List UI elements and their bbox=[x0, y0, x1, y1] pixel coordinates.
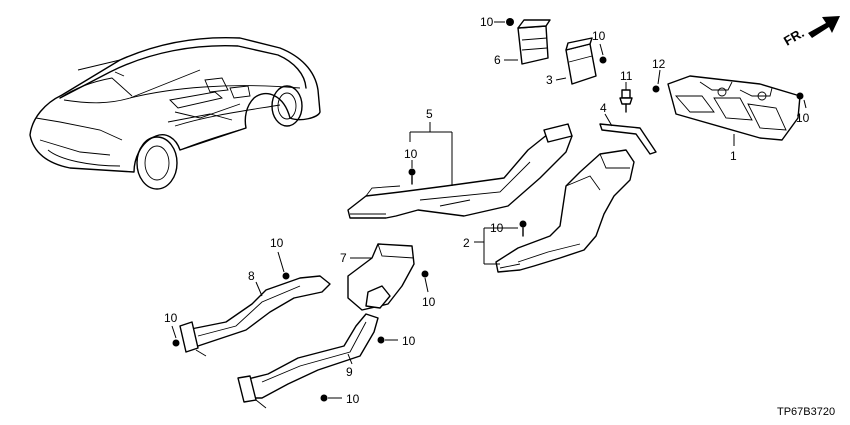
callout-10: 10 bbox=[404, 147, 418, 161]
callout-10: 10 bbox=[402, 334, 416, 348]
part-8-rear-duct bbox=[172, 272, 331, 357]
part-7-elbow-duct bbox=[347, 243, 429, 311]
callout-7: 7 bbox=[340, 251, 347, 265]
part-12-clip bbox=[652, 85, 660, 93]
callout-1: 1 bbox=[730, 149, 737, 163]
part-9-rear-duct bbox=[237, 313, 385, 409]
callout-9: 9 bbox=[346, 365, 353, 379]
vehicle-illustration bbox=[29, 36, 321, 190]
callout-8: 8 bbox=[248, 269, 255, 283]
clip-screw bbox=[506, 18, 514, 26]
callout-5: 5 bbox=[426, 107, 433, 121]
part-5-center-duct bbox=[347, 123, 573, 219]
callout-12: 12 bbox=[652, 57, 666, 71]
part-1-vent-assembly bbox=[667, 75, 804, 141]
front-direction-indicator: FR. bbox=[781, 16, 840, 49]
part-4-bracket bbox=[599, 123, 657, 155]
part-3-duct-joint bbox=[565, 37, 607, 85]
part-6-duct-joint bbox=[517, 19, 551, 65]
callout-10: 10 bbox=[164, 311, 178, 325]
callout-2: 2 bbox=[463, 236, 470, 250]
callout-10: 10 bbox=[270, 236, 284, 250]
leader-lines bbox=[171, 21, 807, 399]
callout-6: 6 bbox=[494, 53, 501, 67]
diagram-code: TP67B3720 bbox=[777, 406, 835, 418]
callout-10: 10 bbox=[480, 15, 494, 29]
callout-10: 10 bbox=[346, 392, 360, 406]
callout-labels: 10 6 10 3 11 12 10 1 4 5 10 2 10 10 8 10… bbox=[164, 15, 810, 406]
part-2-rear-duct bbox=[495, 149, 635, 273]
callout-10: 10 bbox=[592, 29, 606, 43]
callout-10: 10 bbox=[422, 295, 436, 309]
callout-10: 10 bbox=[490, 221, 504, 235]
direction-label: FR. bbox=[781, 25, 807, 48]
part-11-clip bbox=[619, 89, 633, 113]
callout-10: 10 bbox=[796, 111, 810, 125]
callout-3: 3 bbox=[546, 73, 553, 87]
callout-11: 11 bbox=[620, 69, 633, 83]
callout-4: 4 bbox=[600, 101, 607, 115]
